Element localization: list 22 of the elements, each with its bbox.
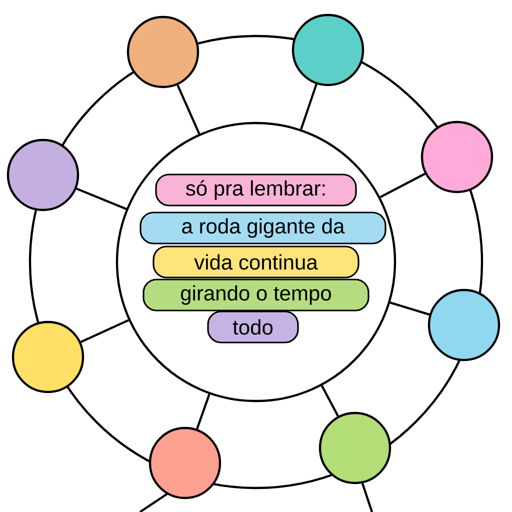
- gondola-circle: [148, 426, 222, 500]
- gondola-circle: [318, 412, 392, 484]
- wheel-hub: [116, 122, 396, 402]
- spoke: [80, 319, 130, 344]
- gondola-circle: [12, 320, 84, 394]
- spoke: [300, 84, 318, 130]
- gondola-circle: [420, 120, 494, 194]
- text-band: vida continua: [152, 246, 360, 278]
- spoke: [380, 172, 426, 198]
- gondola-circle: [126, 16, 200, 88]
- gondola-circle: [428, 288, 500, 362]
- text-band: só pra lembrar:: [155, 174, 357, 206]
- gondola-circle: [292, 14, 364, 86]
- text-band: todo: [207, 310, 299, 344]
- spoke: [196, 394, 210, 430]
- text-band: a roda gigante da: [140, 212, 386, 244]
- spoke: [176, 84, 200, 134]
- spoke: [76, 188, 127, 210]
- gondola-circle: [6, 138, 80, 212]
- text-band: girando o tempo: [142, 278, 370, 312]
- spoke: [320, 385, 340, 417]
- spoke: [390, 302, 430, 316]
